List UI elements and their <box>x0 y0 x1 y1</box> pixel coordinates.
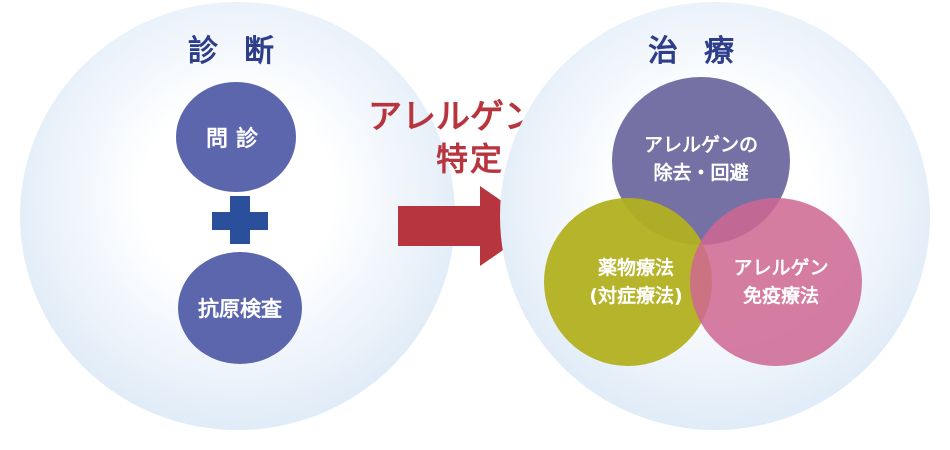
drug-label-line1: 薬物療法 <box>597 257 674 279</box>
drug-therapy-circle: 薬物療法 (対症療法) <box>544 198 712 366</box>
immuno-label-line1: アレルゲン <box>733 257 829 279</box>
immuno-label-line2: 免疫療法 <box>742 285 819 307</box>
removal-label-line2: 除去・回避 <box>653 162 749 184</box>
interview-label: 問診 <box>205 127 266 152</box>
drug-label-line2: (対症療法) <box>589 285 683 307</box>
antigen-test-label: 抗原検査 <box>198 297 282 321</box>
antigen-test-node: 抗原検査 <box>178 252 302 364</box>
arrow-label-line2: 特定 <box>435 140 504 178</box>
interview-node: 問診 <box>176 82 296 192</box>
immunotherapy-circle: アレルゲン 免疫療法 <box>690 198 862 366</box>
removal-label-line1: アレルゲンの <box>643 134 758 156</box>
diagnosis-title: 診断 <box>188 34 300 69</box>
treatment-title: 治療 <box>648 34 760 69</box>
